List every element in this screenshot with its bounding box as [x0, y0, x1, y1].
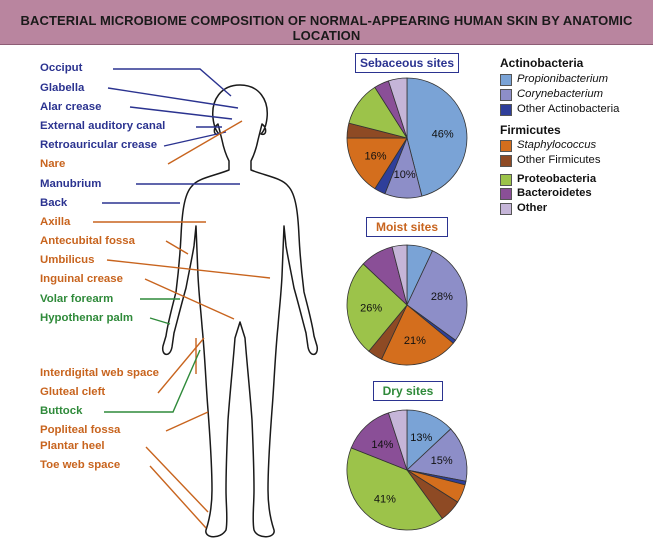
site-label-umbilicus: Umbilicus — [40, 254, 95, 266]
pie-slice-other — [391, 244, 408, 306]
human-body-silhouette — [161, 84, 319, 538]
pie-data-label: 10% — [394, 169, 416, 181]
pie-moist-sites: 28% 21% 26% — [346, 244, 468, 366]
leader-line — [113, 68, 232, 97]
site-label-manubrium: Manubrium — [40, 178, 102, 190]
legend-label: Other Firmicutes — [517, 154, 601, 166]
site-label-occiput: Occiput — [40, 62, 83, 74]
pie-data-label: 41% — [374, 493, 396, 505]
leader-line — [165, 411, 209, 432]
site-label-glabella: Glabella — [40, 82, 85, 94]
legend-firmicutes-title: Firmicutes — [500, 123, 561, 137]
leader-line — [107, 87, 239, 109]
pie-data-label: 16% — [364, 150, 386, 162]
legend-swatch — [500, 74, 512, 86]
legend-swatch — [500, 203, 512, 215]
leader-line — [165, 240, 189, 255]
site-label-retroauricular-crease: Retroauricular crease — [40, 139, 158, 151]
sebaceous-sites-title: Sebaceous sites — [355, 53, 459, 73]
pie-slice-staph — [346, 137, 408, 190]
pie-data-label: 46% — [432, 129, 454, 141]
site-label-gluteal-cleft: Gluteal cleft — [40, 386, 106, 398]
pie-slice-staph — [380, 304, 454, 366]
pie-data-label: 14% — [371, 439, 393, 451]
site-label-external-auditory-canal: External auditory canal — [40, 120, 166, 132]
pie-sebaceous-sites: 46% 10% 16% — [346, 77, 468, 199]
legend-label: Propionibacterium — [517, 73, 609, 85]
legend-label: Bacteroidetes — [517, 187, 592, 199]
leader-line — [149, 317, 171, 325]
site-label-popliteal-fossa: Popliteal fossa — [40, 424, 121, 436]
title-bar: BACTERIAL MICROBIOME COMPOSITION OF NORM… — [0, 0, 653, 45]
site-label-buttock: Buttock — [40, 405, 83, 417]
pie-slice-prop — [406, 77, 468, 197]
leader-line — [144, 278, 235, 320]
leader-line — [149, 465, 207, 529]
pie-dry-sites: 13% 15% 41% 14% — [346, 409, 468, 531]
leader-line — [145, 446, 209, 513]
legend-swatch — [500, 140, 512, 152]
site-label-nare: Nare — [40, 158, 66, 170]
pie-data-label: 26% — [360, 302, 382, 314]
site-label-back: Back — [40, 197, 68, 209]
pie-slice-cory — [406, 428, 468, 482]
pie-data-label: 15% — [431, 455, 453, 467]
pie-data-label: 28% — [431, 291, 453, 303]
legend-swatch — [500, 104, 512, 116]
leader-line — [106, 259, 271, 279]
pie-data-label: 13% — [410, 432, 432, 444]
pie-slice-cory — [406, 250, 468, 341]
legend-label: Corynebacterium — [517, 88, 604, 100]
leader-line — [163, 131, 227, 147]
site-label-alar-crease: Alar crease — [40, 101, 102, 113]
legend-swatch — [500, 155, 512, 167]
legend-label: Other Actinobacteria — [517, 103, 620, 115]
pie-slice-other — [387, 409, 408, 471]
leader-lines — [93, 68, 271, 529]
legend-swatch — [500, 174, 512, 186]
legend-label: Other — [517, 202, 548, 214]
pie-slice-prot — [346, 263, 408, 352]
pie-data-label: 21% — [404, 335, 426, 347]
site-label-inguinal-crease: Inguinal crease — [40, 273, 123, 285]
leader-line — [157, 337, 205, 394]
site-label-axilla: Axilla — [40, 216, 71, 228]
site-label-volar-forearm: Volar forearm — [40, 293, 114, 305]
site-label-toe-web-space: Toe web space — [40, 459, 121, 471]
legend-swatch — [500, 188, 512, 200]
dry-sites-title: Dry sites — [373, 381, 443, 401]
figure-title: BACTERIAL MICROBIOME COMPOSITION OF NORM… — [20, 13, 633, 43]
moist-sites-title: Moist sites — [366, 217, 448, 237]
site-label-plantar-heel: Plantar heel — [40, 440, 105, 452]
legend-actinobacteria-title: Actinobacteria — [500, 56, 584, 70]
site-label-antecubital-fossa: Antecubital fossa — [40, 235, 135, 247]
legend-swatch — [500, 89, 512, 101]
legend-label: Proteobacteria — [517, 173, 597, 185]
pie-slice-other — [387, 77, 408, 139]
leader-line — [104, 349, 201, 413]
pie-slice-prot — [346, 447, 443, 531]
site-label-interdigital-web-space: Interdigital web space — [40, 367, 160, 379]
leader-line — [167, 120, 243, 165]
site-label-hypothenar-palm: Hypothenar palm — [40, 312, 134, 324]
legend-label: Staphylococcus — [517, 139, 597, 151]
leader-line — [129, 106, 233, 120]
